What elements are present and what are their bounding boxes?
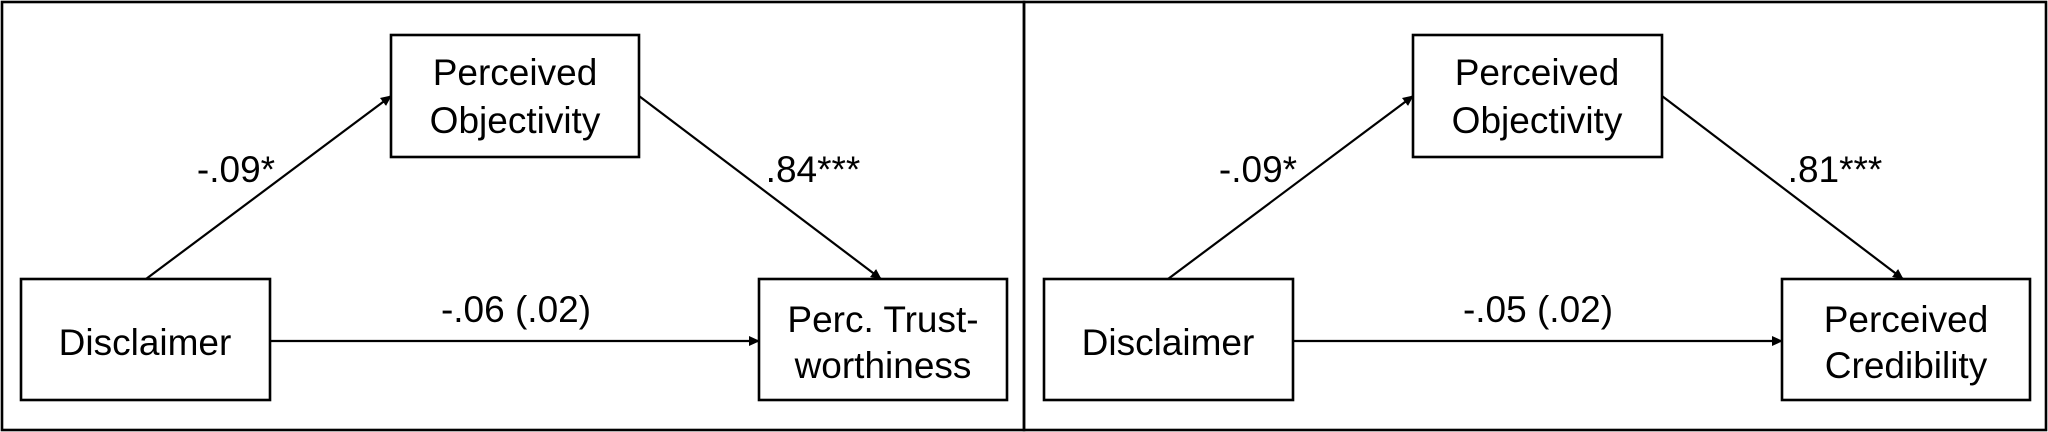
mediator-label-line1: Perceived: [433, 52, 598, 93]
outcome-node: Perc. Trust- worthiness: [757, 277, 1009, 402]
predictor-label: Disclaimer: [59, 322, 232, 363]
panel-right: Perceived Objectivity Disclaimer Perceiv…: [1042, 33, 2032, 402]
predictor-label: Disclaimer: [1082, 322, 1255, 363]
outcome-node: Perceived Credibility: [1780, 277, 2032, 402]
mediator-node: Perceived Objectivity: [389, 33, 641, 159]
outcome-label-line1: Perc. Trust-: [787, 299, 978, 340]
path-b-coefficient: .84***: [766, 149, 861, 190]
path-a-arrow: [145, 95, 392, 280]
predictor-box: [19, 277, 272, 402]
path-b-arrow: [638, 95, 882, 280]
predictor-node: Disclaimer: [1042, 277, 1295, 402]
mediator-label-line2: Objectivity: [430, 100, 601, 141]
predictor-box: [1042, 277, 1295, 402]
mediator-node: Perceived Objectivity: [1411, 33, 1664, 159]
mediator-box: [389, 33, 641, 159]
outcome-box: [757, 277, 1009, 402]
path-b-arrow: [1661, 95, 1904, 280]
outcome-label-line2: Credibility: [1825, 345, 1988, 386]
path-a-coefficient: -.09*: [197, 149, 275, 190]
outcome-label-line1: Perceived: [1824, 299, 1989, 340]
path-b-coefficient: .81***: [1788, 149, 1883, 190]
outcome-box: [1780, 277, 2032, 402]
panel-left: Perceived Objectivity Disclaimer Perc. T…: [19, 33, 1009, 402]
mediator-label-line2: Objectivity: [1452, 100, 1623, 141]
path-c-coefficient: -.06 (.02): [441, 289, 591, 330]
path-a-coefficient: -.09*: [1219, 149, 1297, 190]
mediator-label-line1: Perceived: [1455, 52, 1620, 93]
mediator-box: [1411, 33, 1664, 159]
panel-right-frame: [1022, 0, 2048, 432]
path-c-coefficient: -.05 (.02): [1463, 289, 1613, 330]
path-a-arrow: [1167, 95, 1414, 280]
outcome-label-line2: worthiness: [794, 345, 972, 386]
predictor-node: Disclaimer: [19, 277, 272, 402]
